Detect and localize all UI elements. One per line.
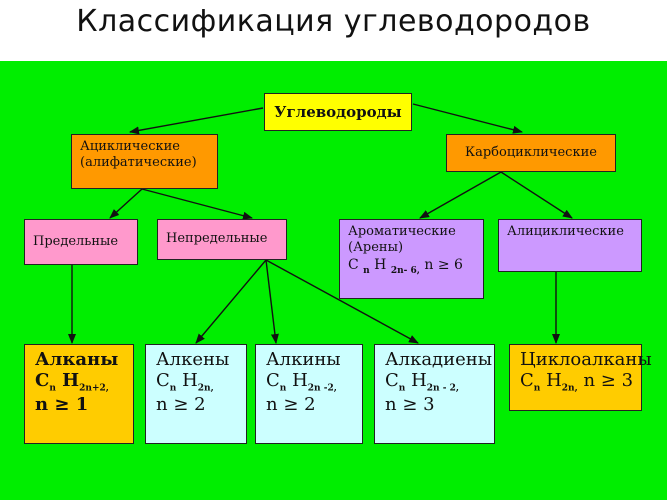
aromatic-sublabel: (Арены): [348, 240, 404, 256]
cycloalkanes-formula: Сn Н2n, n ≥ 3: [520, 370, 634, 394]
alkynes-cond: n ≥ 2: [266, 394, 316, 416]
alkadienes-h: Н: [411, 370, 427, 392]
arrow-carbocyclic-aromatic: [419, 171, 502, 219]
arrow-root-acyclic: [129, 107, 264, 135]
alkynes-formula: Сn Н2n -2,: [266, 370, 352, 394]
unsaturated-label: Непредельные: [166, 231, 268, 247]
aromatic-formula-h: Н: [374, 256, 387, 273]
aromatic-formula-sub: 2n- 6,: [390, 265, 420, 276]
alkadienes-formula: Сn Н2n - 2,: [385, 370, 484, 394]
alkynes-n: n: [279, 383, 287, 394]
alkanes-formula: Сn Н2n+2,: [35, 370, 123, 394]
aromatic-formula: С n Н 2n- 6, n ≥ 6: [348, 257, 475, 277]
root-node-hydrocarbons: Углеводороды: [264, 93, 412, 131]
cycloalkanes-cond: n ≥ 3: [583, 370, 634, 392]
aromatic-formula-n: n: [363, 265, 370, 276]
aromatic-formula-cond: n ≥ 6: [424, 256, 463, 273]
node-carbocyclic: Карбоциклические: [446, 134, 616, 172]
cycloalkanes-n: n: [533, 383, 541, 394]
alkenes-formula: Сn Н2n,: [156, 370, 236, 394]
leaf-alkenes: Алкены Сn Н2n, n ≥ 2: [145, 344, 247, 444]
arrow-unsaturated-alkynes: [265, 259, 279, 344]
leaf-alkanes: Алканы Сn Н2n+2, n ≥ 1: [24, 344, 134, 444]
leaf-alkadienes: Алкадиены Сn Н2n - 2, n ≥ 3: [374, 344, 495, 444]
page-title: Классификация углеводородов: [76, 4, 591, 39]
alkadienes-n: n: [398, 383, 406, 394]
alkynes-sub: 2n -2,: [307, 383, 337, 394]
cycloalkanes-name: Циклоалканы: [520, 349, 652, 370]
cycloalkanes-sub: 2n,: [561, 383, 578, 394]
acyclic-label: Ациклические: [80, 139, 180, 154]
alkynes-h: Н: [292, 370, 308, 392]
alkenes-h: Н: [182, 370, 198, 392]
alkynes-c: С: [266, 370, 280, 392]
arrow-unsaturated-alkadienes: [265, 259, 419, 344]
arrow-root-carbocyclic: [412, 103, 523, 134]
alicyclic-label: Алициклические: [507, 224, 624, 239]
node-aromatic: Ароматические (Арены) С n Н 2n- 6, n ≥ 6: [339, 219, 484, 299]
alkanes-name: Алканы: [35, 349, 119, 370]
arrow-acyclic-saturated: [109, 188, 143, 219]
alkenes-n: n: [169, 383, 177, 394]
arrow-unsaturated-alkenes: [195, 259, 267, 344]
alkenes-c: С: [156, 370, 170, 392]
alkanes-sub: 2n+2,: [79, 383, 109, 394]
alkanes-c: С: [35, 370, 50, 392]
alkanes-n: n: [49, 383, 56, 394]
alkenes-sub: 2n,: [197, 383, 214, 394]
alkadienes-name: Алкадиены: [385, 349, 493, 370]
arrow-acyclic-unsaturated: [141, 188, 253, 220]
carbocyclic-label: Карбоциклические: [465, 144, 597, 160]
node-acyclic: Ациклические (алифатические): [71, 134, 218, 189]
node-alicyclic: Алициклические: [498, 219, 642, 272]
cycloalkanes-h: Н: [546, 370, 562, 392]
arrow-carbocyclic-alicyclic: [500, 171, 573, 219]
alkenes-name: Алкены: [156, 349, 230, 370]
alkynes-name: Алкины: [266, 349, 341, 370]
alkadienes-cond: n ≥ 3: [385, 394, 435, 416]
leaf-cycloalkanes: Циклоалканы Сn Н2n, n ≥ 3: [509, 344, 652, 411]
aromatic-label: Ароматические: [348, 224, 456, 239]
aromatic-formula-c: С: [348, 256, 359, 273]
alkadienes-sub: 2n - 2,: [426, 383, 459, 394]
cycloalkanes-c: С: [520, 370, 534, 392]
node-saturated: Предельные: [24, 219, 138, 265]
acyclic-sublabel: (алифатические): [80, 155, 197, 171]
alkanes-cond: n ≥ 1: [35, 394, 89, 416]
node-unsaturated: Непредельные: [157, 219, 287, 260]
leaf-alkynes: Алкины Сn Н2n -2, n ≥ 2: [255, 344, 363, 444]
saturated-label: Предельные: [33, 233, 119, 249]
alkanes-h: Н: [62, 370, 80, 392]
alkadienes-c: С: [385, 370, 399, 392]
alkenes-cond: n ≥ 2: [156, 394, 206, 416]
root-label: Углеводороды: [274, 102, 402, 121]
